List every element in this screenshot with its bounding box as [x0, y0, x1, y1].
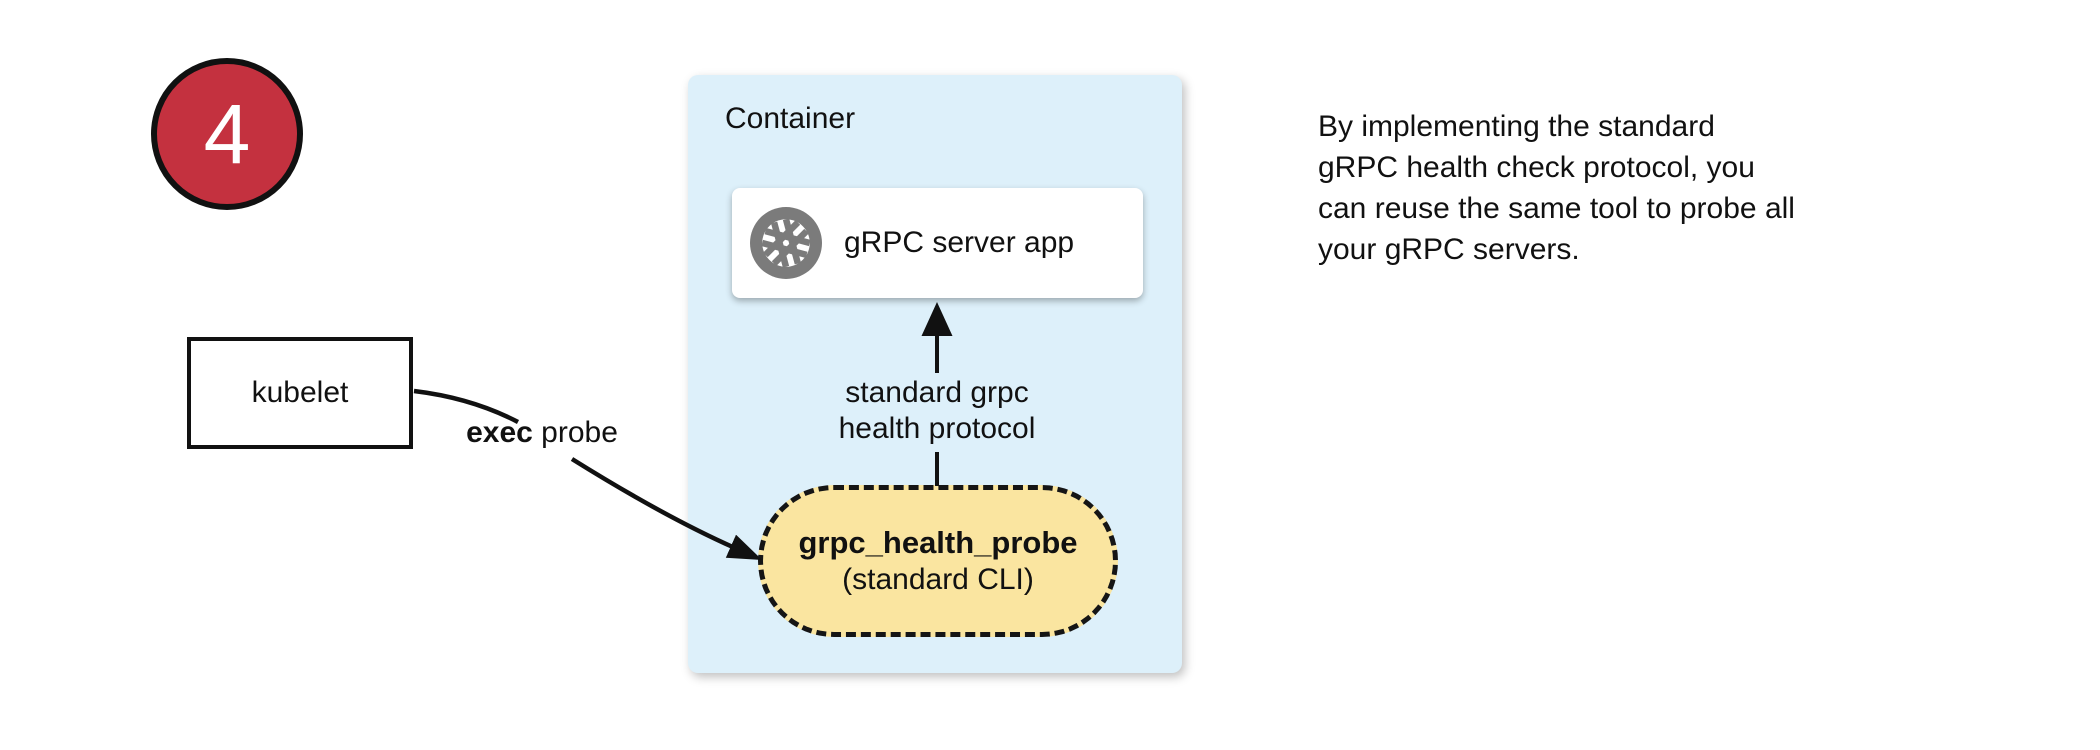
exec-probe-label-rest: probe	[532, 416, 618, 449]
grpc-health-probe-node: grpc_health_probe (standard CLI)	[758, 485, 1118, 637]
step-number: 4	[203, 87, 251, 181]
container-group: Container gRPC server app grpc_health_pr…	[688, 75, 1182, 673]
aperture-icon	[750, 207, 822, 279]
kubelet-label: kubelet	[251, 376, 349, 409]
probe-title: grpc_health_probe	[798, 525, 1078, 560]
step-number-badge: 4	[151, 58, 303, 210]
exec-probe-label: exec probe	[466, 416, 618, 450]
exec-probe-label-bold: exec	[466, 416, 533, 449]
probe-subtitle: (standard CLI)	[842, 563, 1034, 596]
grpc-server-label: gRPC server app	[844, 226, 1075, 259]
container-label: Container	[725, 102, 856, 135]
kubelet-node: kubelet	[187, 337, 413, 449]
grpc-server-node: gRPC server app	[732, 188, 1143, 298]
health-protocol-label: standard grpc health protocol	[838, 376, 1036, 445]
note-text: By implementing the standard gRPC health…	[1318, 110, 1795, 266]
